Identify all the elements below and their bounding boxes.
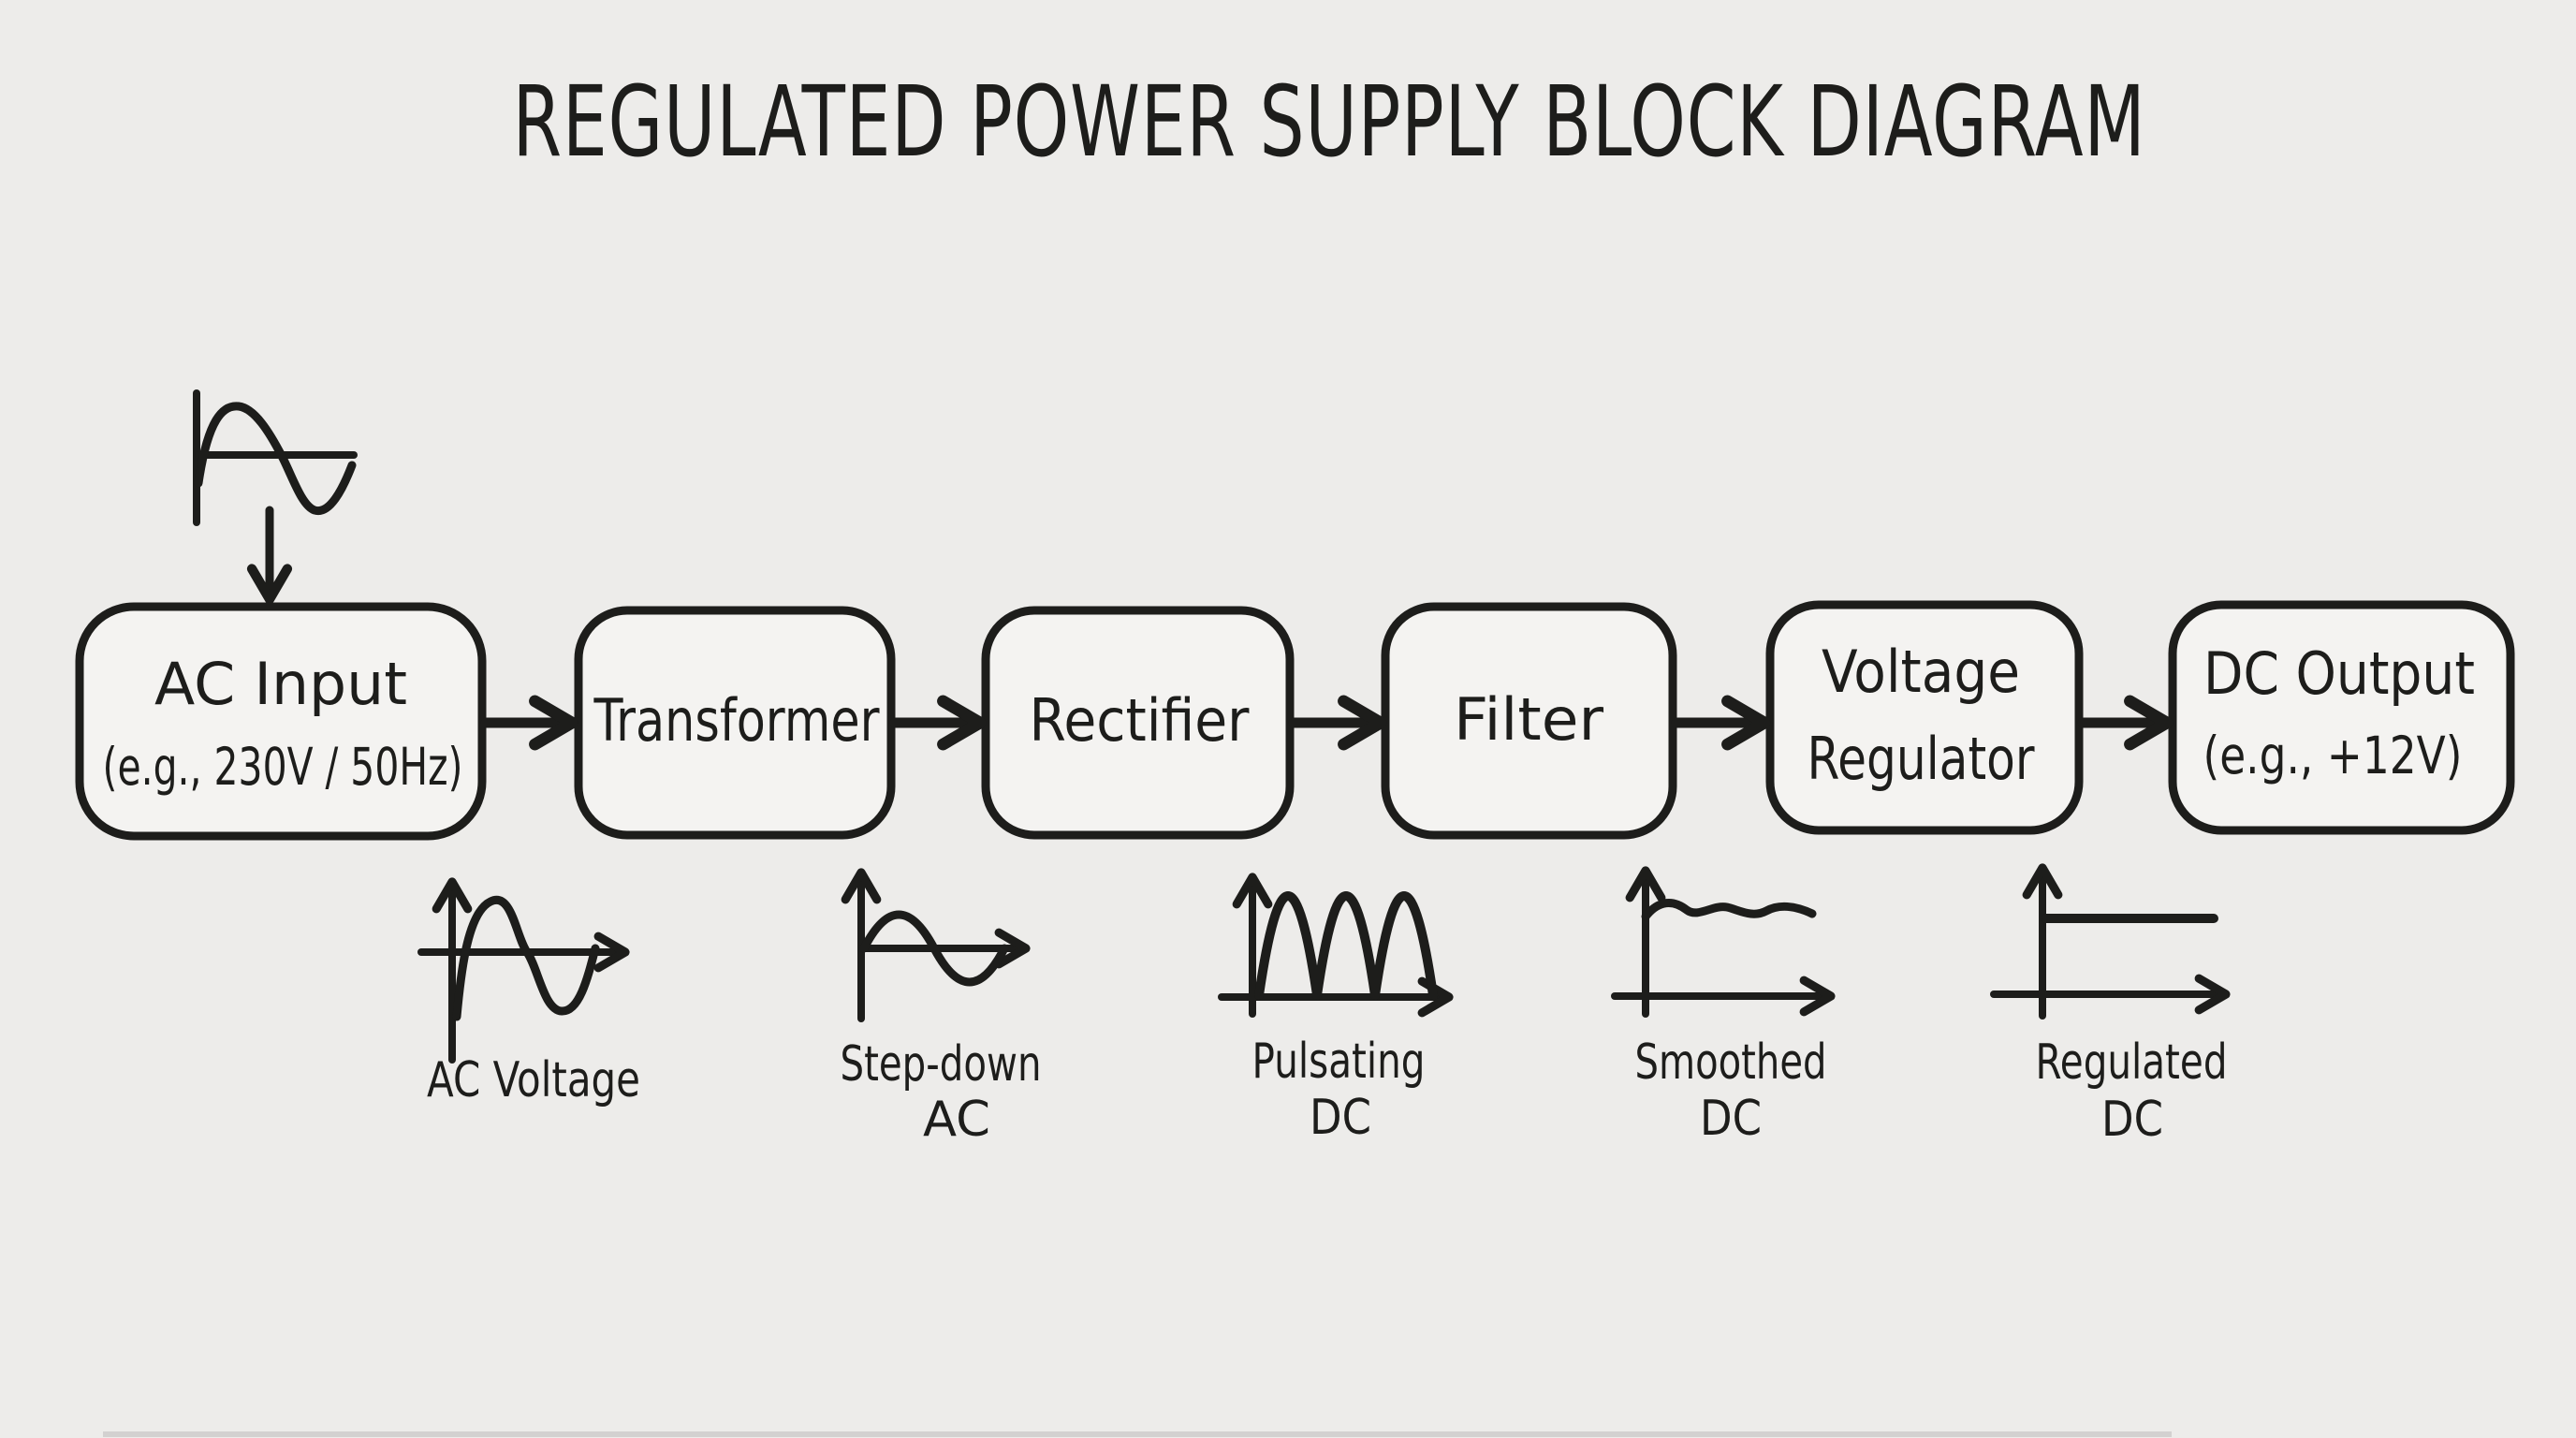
block-ac-input-label: AC Input [154,650,407,718]
block-dc-output-sublabel: (e.g., +12V) [2203,726,2463,785]
block-ac-input: AC Input (e.g., 230V / 50Hz) [75,602,487,841]
block-voltage-regulator: Voltage Regulator [1765,600,2084,835]
block-voltage-regulator-label2: Regulator [1808,725,2035,793]
waveform-ac-voltage: AC Voltage [417,877,640,1108]
pulsating-dc-label1: Pulsating [1252,1034,1426,1090]
ac-voltage-label: AC Voltage [427,1052,640,1108]
block-rectifier-label: Rectifier [1030,686,1250,755]
pulsating-dc-humps [1254,891,1438,1000]
pulsating-dc-label2: DC [1310,1090,1371,1146]
waveform-smoothed-dc: Smoothed DC [1611,866,1836,1147]
block-ac-input-sublabel: (e.g., 230V / 50Hz) [103,737,463,797]
block-filter-label: Filter [1454,685,1604,754]
input-ac-sine-sketch [193,389,358,605]
block-voltage-regulator-label1: Voltage [1822,638,2020,706]
input-sine-curve [194,402,357,516]
block-ac-input-box [75,602,487,841]
block-transformer-label: Transformer [593,686,880,755]
waveform-step-down-ac: Step-down AC [841,868,1042,1148]
step-down-ac-sine-curve [859,910,1009,987]
block-rectifier: Rectifier [981,606,1295,840]
regulated-dc-label2: DC [2101,1092,2163,1148]
block-dc-output-label: DC Output [2203,639,2475,708]
ac-voltage-sine-curve [452,896,600,1021]
smoothed-dc-label2: DC [1700,1091,1762,1147]
block-dc-output: DC Output (e.g., +12V) [2168,600,2515,835]
diagram-title: REGULATED POWER SUPPLY BLOCK DIAGRAM [513,65,2146,179]
smoothed-dc-label1: Smoothed [1635,1034,1827,1091]
block-transformer: Transformer [574,606,896,840]
block-filter: Filter [1381,602,1677,840]
waveform-regulated-dc: Regulated DC [1990,863,2231,1148]
smoothed-dc-ripple-line [1641,899,1817,921]
regulated-dc-label1: Regulated [2036,1034,2228,1091]
waveform-pulsating-dc: Pulsating DC [1218,873,1454,1146]
step-down-ac-label1: Step-down [841,1036,1042,1093]
step-down-ac-label2: AC [923,1092,990,1148]
